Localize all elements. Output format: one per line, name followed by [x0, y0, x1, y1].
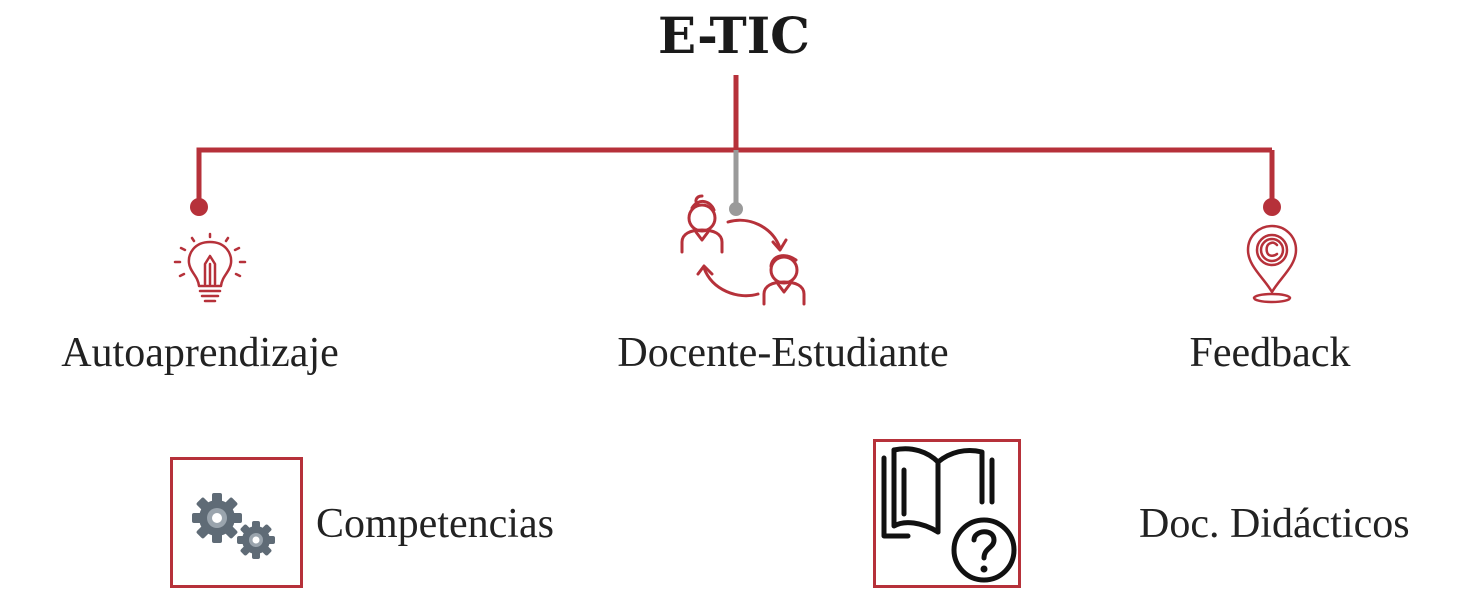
competencias-icon-box [170, 457, 303, 588]
node-dot-middle [729, 202, 743, 216]
book-question-icon [881, 446, 1017, 583]
node-dot-left [190, 198, 208, 216]
item-label-doc-didacticos: Doc. Didácticos [1139, 501, 1410, 547]
node-dot-right [1263, 198, 1281, 216]
map-pin-copyright-icon [1246, 224, 1298, 304]
branch-label-autoaprendizaje: Autoaprendizaje [61, 330, 339, 376]
branch-label-docente-estudiante: Docente-Estudiante [617, 330, 949, 376]
lightbulb-pencil-icon [173, 232, 247, 303]
branch-label-feedback: Feedback [1189, 330, 1351, 376]
diagram-title: E-TIC [658, 6, 810, 65]
doc-didacticos-icon-box [873, 439, 1021, 588]
teacher-student-exchange-icon [680, 194, 806, 306]
gears-icon [192, 493, 275, 559]
horizontal-connector [196, 147, 1272, 205]
item-label-competencias: Competencias [316, 501, 554, 547]
